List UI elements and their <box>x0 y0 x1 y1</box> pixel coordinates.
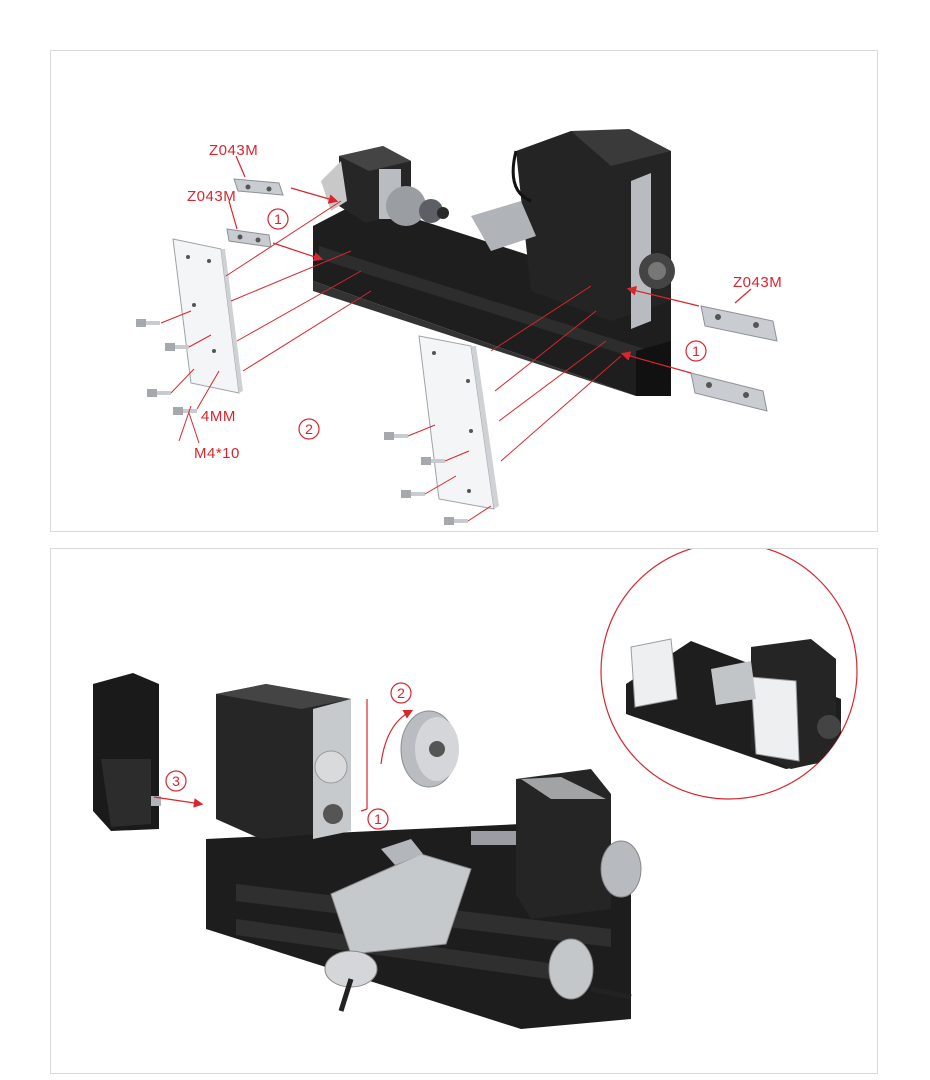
step-callout-1-right: 1 <box>685 340 707 362</box>
step-callout-2-text: 2 <box>305 421 313 437</box>
step-callout-3-bottom: 3 <box>165 770 187 792</box>
label-screw-size: M4*10 <box>194 445 240 462</box>
headstock-motor-bottom <box>216 684 351 839</box>
step-callout-2-bottom-text: 2 <box>397 685 405 701</box>
screws-left <box>136 319 197 415</box>
step-callout-1-right-text: 1 <box>692 343 700 359</box>
z043m-block-right-2 <box>690 372 768 412</box>
right-side-plate <box>418 335 499 510</box>
rotation-arrow <box>153 699 414 812</box>
label-z043m-right: Z043M <box>733 274 782 291</box>
top-diagram-svg: Z043M Z043M Z043M 4MM M4*10 1 1 2 <box>136 129 782 525</box>
inset-detail-view <box>600 549 858 800</box>
step-callout-1-bottom: 1 <box>367 808 389 830</box>
tailstock-unit <box>471 769 642 919</box>
detached-cover <box>93 673 161 831</box>
label-washer-size: 4MM <box>201 408 236 425</box>
bottom-diagram-svg: 1 2 3 <box>93 549 858 1029</box>
assembly-diagram-top: Z043M Z043M Z043M 4MM M4*10 1 1 2 <box>50 50 878 532</box>
step-callout-2-bottom: 2 <box>390 682 412 704</box>
step-callout-2: 2 <box>298 418 320 440</box>
z043m-block-right-1 <box>700 305 778 342</box>
label-z043m-middle: Z043M <box>187 188 236 205</box>
lathe-bed <box>313 201 671 396</box>
left-side-plate <box>172 238 243 394</box>
step-callout-1-bottom-text: 1 <box>374 811 382 827</box>
headstock-motor <box>321 146 449 226</box>
label-z043m-top: Z043M <box>209 142 258 159</box>
step-callout-3-bottom-text: 3 <box>172 773 180 789</box>
assembly-arrows <box>228 155 752 374</box>
assembly-diagram-bottom: 1 2 3 <box>50 548 878 1074</box>
z043m-block-middle <box>226 228 272 248</box>
step-callout-1-left-text: 1 <box>274 211 282 227</box>
screws-right <box>384 432 468 525</box>
step-callout-1-left: 1 <box>267 208 289 230</box>
z043m-block-top <box>233 178 284 196</box>
assembly-guide-lines <box>160 200 622 522</box>
three-jaw-chuck <box>400 710 459 788</box>
cross-slide <box>324 839 632 1012</box>
